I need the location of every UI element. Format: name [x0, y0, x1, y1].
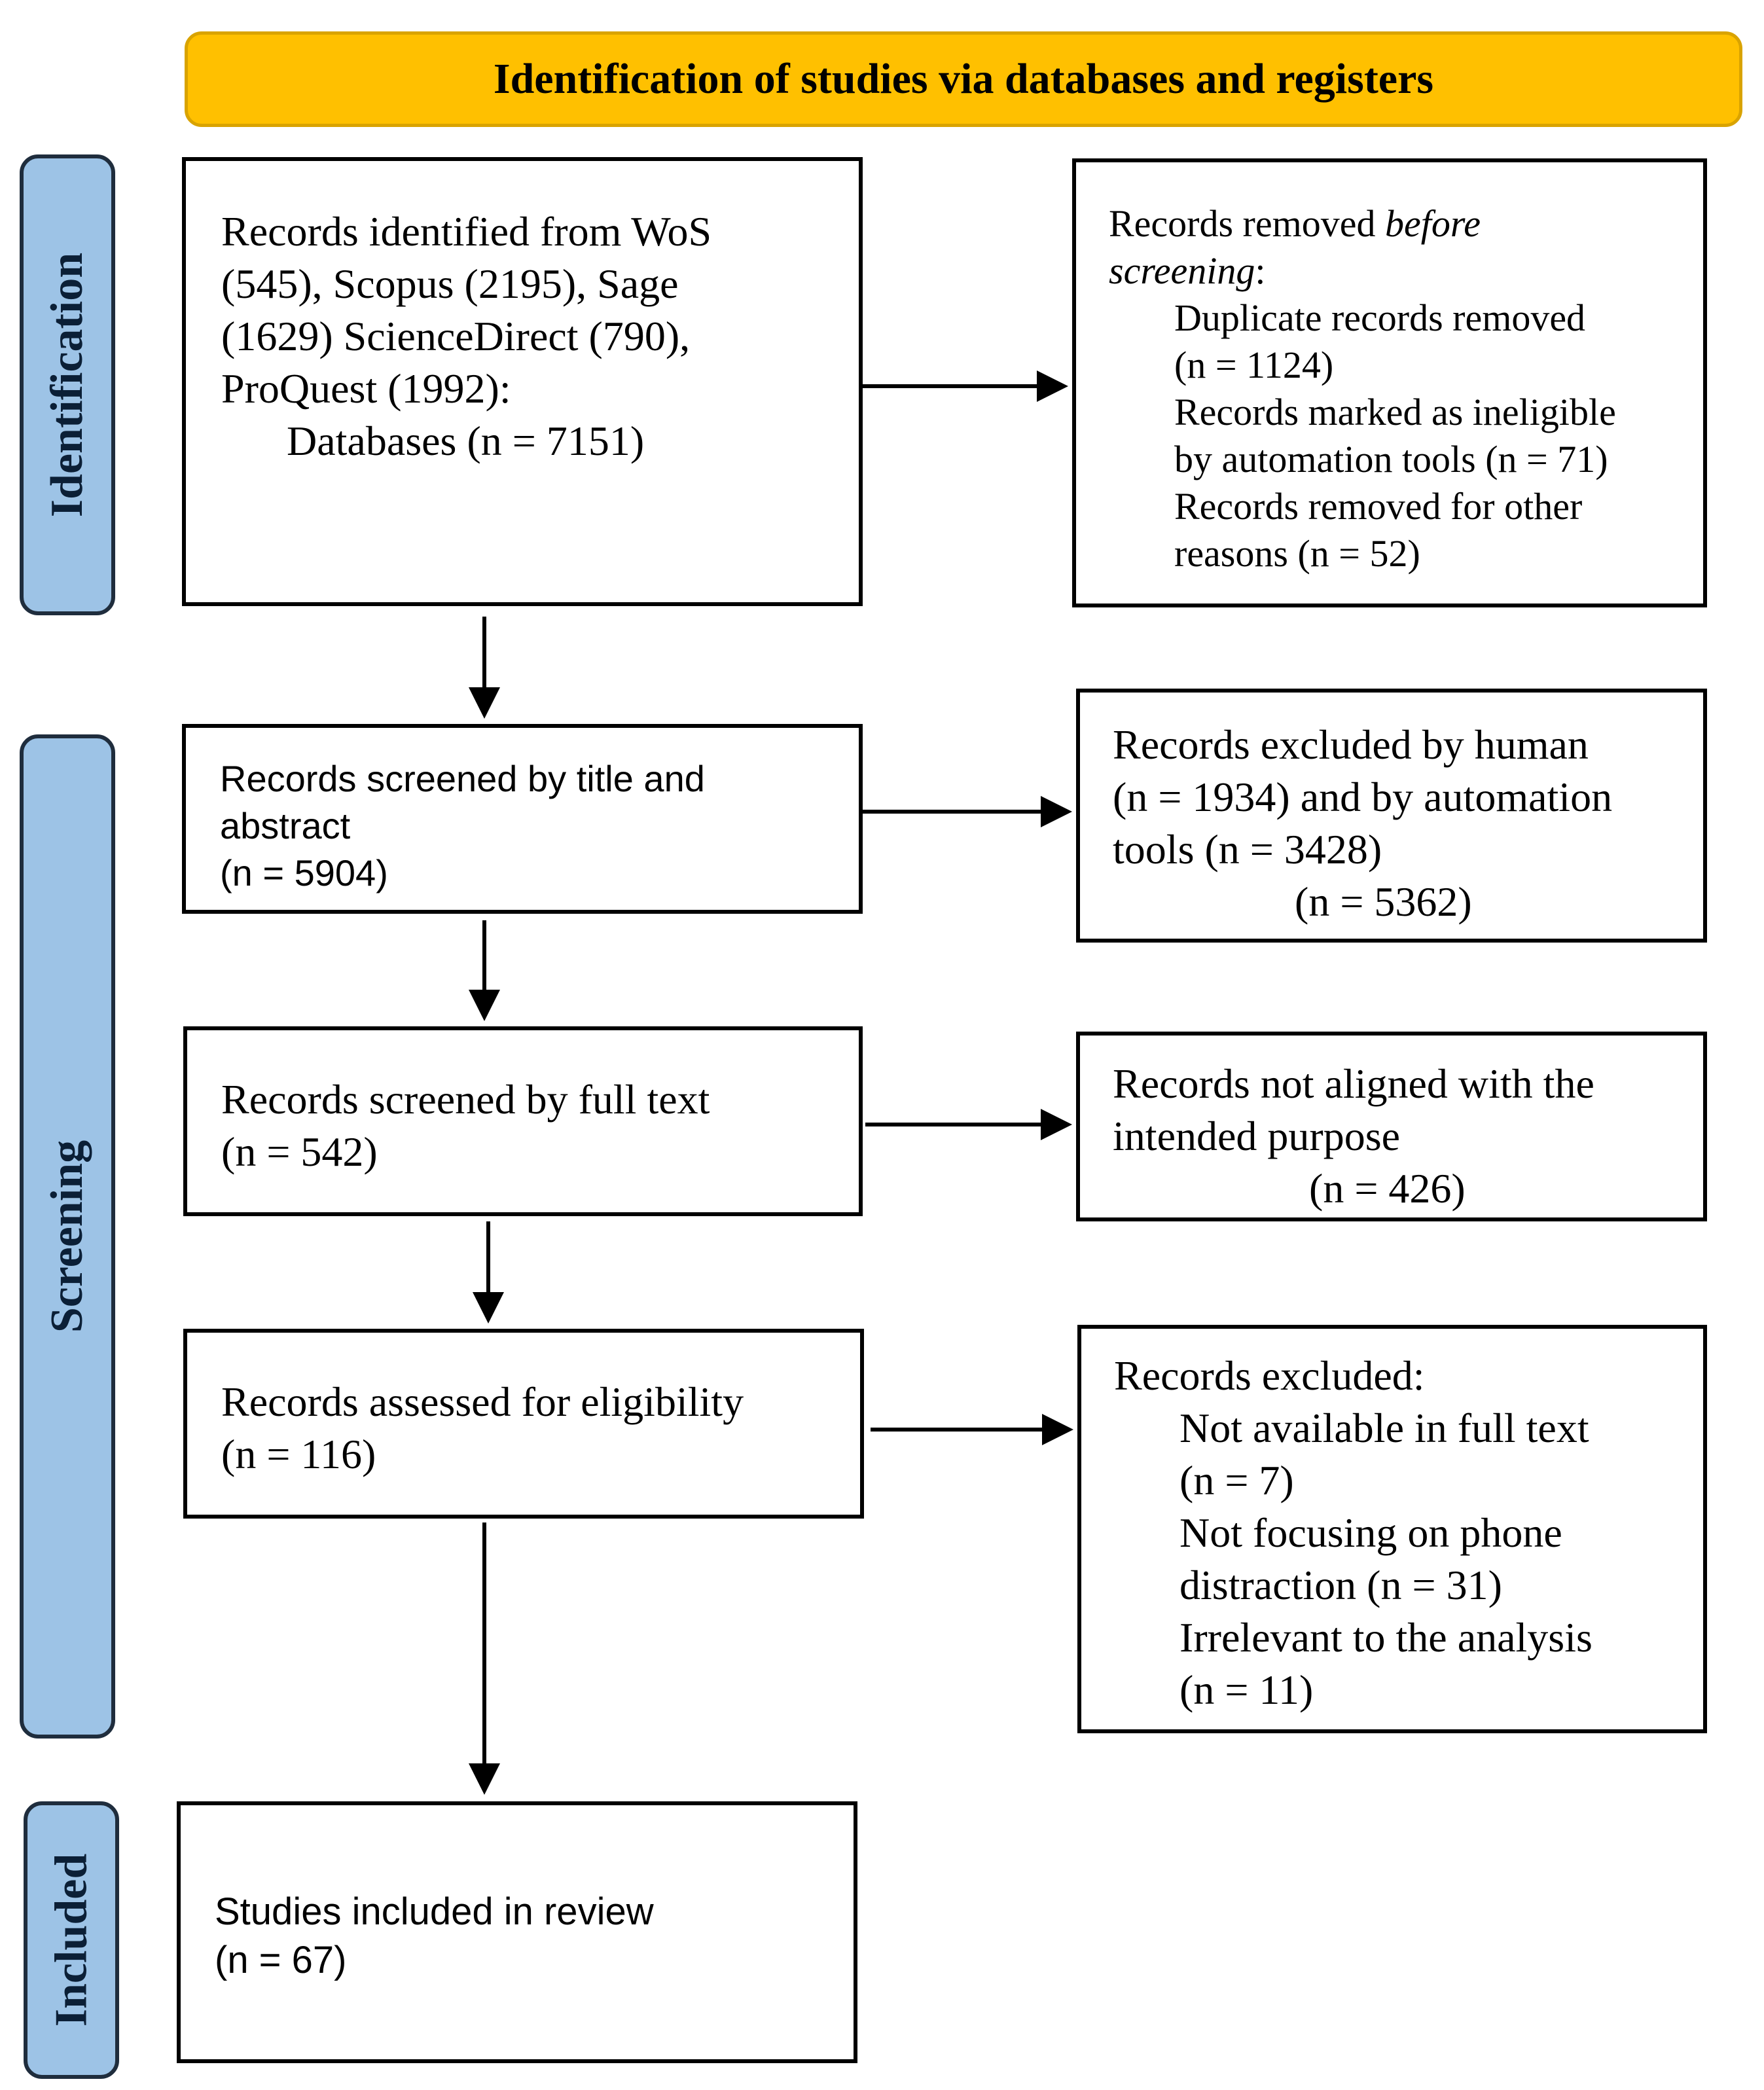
excluded-reasons-item: Not available in full text	[1179, 1405, 1589, 1451]
included-box: Studies included in review (n = 67)	[177, 1801, 857, 2063]
records-removed-item: reasons (n = 52)	[1174, 532, 1420, 575]
stage-identification: Identification	[20, 154, 115, 615]
records-removed-item: Records removed for other	[1174, 485, 1583, 528]
records-identified-total: Databases (n = 7151)	[287, 418, 645, 464]
included-line: Studies included in review	[215, 1890, 654, 1933]
records-identified-line: (545), Scopus (2195), Sage	[221, 261, 679, 307]
records-removed-box: Records removed before screening: Duplic…	[1072, 158, 1707, 607]
records-removed-item: Duplicate records removed	[1174, 297, 1586, 339]
excluded-reasons-item: (n = 11)	[1179, 1667, 1314, 1713]
records-removed-heading-text: Records removed	[1109, 202, 1385, 245]
assessed-eligibility-box: Records assessed for eligibility (n = 11…	[183, 1329, 864, 1519]
stage-included: Included	[24, 1801, 119, 2079]
records-removed-heading-2: screening:	[1109, 247, 1703, 295]
excluded-reasons-item: (n = 7)	[1179, 1457, 1294, 1504]
records-identified-line: (1629) ScienceDirect (790),	[221, 313, 691, 359]
header-banner: Identification of studies via databases …	[185, 31, 1742, 127]
not-aligned-line: Records not aligned with the	[1113, 1060, 1594, 1107]
records-removed-item: (n = 1124)	[1174, 344, 1334, 386]
records-identified-line: Records identified from WoS	[221, 208, 712, 255]
excluded-reasons-heading: Records excluded:	[1114, 1352, 1425, 1399]
records-removed-heading-colon: :	[1255, 249, 1266, 292]
not-aligned-line: intended purpose	[1113, 1113, 1400, 1159]
assessed-eligibility-line: Records assessed for eligibility	[221, 1378, 744, 1425]
records-identified-line: ProQuest (1992):	[221, 365, 511, 412]
screened-title-abstract-line: abstract	[220, 805, 351, 846]
excluded-reasons-item: Irrelevant to the analysis	[1179, 1614, 1593, 1661]
excluded-reasons-item: Not focusing on phone	[1179, 1509, 1562, 1556]
header-title: Identification of studies via databases …	[493, 55, 1434, 103]
assessed-eligibility-count: (n = 116)	[221, 1431, 376, 1477]
records-removed-item: by automation tools (n = 71)	[1174, 438, 1608, 480]
included-count: (n = 67)	[215, 1939, 347, 1981]
excluded-human-automation-total: (n = 5362)	[1295, 878, 1472, 925]
screened-title-abstract-line: Records screened by title and	[220, 758, 705, 799]
stage-screening: Screening	[20, 734, 115, 1739]
excluded-human-automation-line: Records excluded by human	[1113, 721, 1589, 768]
screened-title-abstract-box: Records screened by title and abstract (…	[182, 724, 863, 914]
records-removed-heading-italic: before	[1384, 202, 1481, 245]
excluded-human-automation-line: tools (n = 3428)	[1113, 826, 1382, 873]
screened-full-text-box: Records screened by full text (n = 542)	[183, 1026, 863, 1216]
screened-title-abstract-count: (n = 5904)	[220, 852, 388, 893]
not-aligned-box: Records not aligned with the intended pu…	[1076, 1032, 1707, 1221]
records-identified-box: Records identified from WoS (545), Scopu…	[182, 157, 863, 606]
excluded-human-automation-box: Records excluded by human (n = 1934) and…	[1076, 689, 1707, 943]
excluded-reasons-box: Records excluded: Not available in full …	[1077, 1325, 1707, 1733]
not-aligned-count: (n = 426)	[1309, 1165, 1466, 1212]
excluded-reasons-item: distraction (n = 31)	[1179, 1562, 1502, 1608]
screened-full-text-line: Records screened by full text	[221, 1076, 710, 1123]
records-removed-heading-italic-2: screening	[1109, 249, 1255, 292]
excluded-human-automation-line: (n = 1934) and by automation	[1113, 774, 1613, 820]
screened-full-text-count: (n = 542)	[221, 1128, 378, 1175]
records-removed-heading: Records removed before	[1109, 200, 1703, 247]
records-removed-item: Records marked as ineligible	[1174, 391, 1616, 433]
